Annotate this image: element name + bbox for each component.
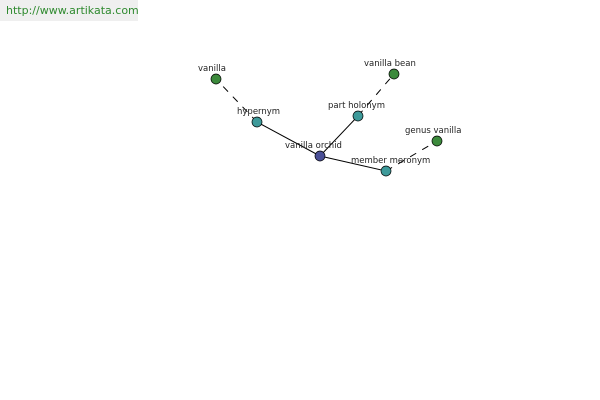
- edge-hypernym-to-vanilla: [215, 78, 258, 123]
- edge-layer: [215, 73, 438, 172]
- node-part-holonym[interactable]: [352, 110, 364, 122]
- edge-vanilla-orchid-to-member-meronym: [319, 155, 387, 172]
- edge-member-meronym-to-genus-vanilla: [385, 140, 438, 172]
- label-vanilla-orchid: vanilla orchid: [285, 141, 342, 151]
- node-vanilla[interactable]: [210, 73, 222, 85]
- node-vanilla-bean[interactable]: [388, 68, 400, 80]
- label-genus-vanilla: genus vanilla: [405, 126, 461, 136]
- node-member-meronym[interactable]: [380, 165, 392, 177]
- label-part-holonym: part holonym: [328, 101, 385, 111]
- node-vanilla-orchid[interactable]: [314, 150, 326, 162]
- edge-vanilla-orchid-to-hypernym: [256, 121, 321, 157]
- edge-part-holonym-to-vanilla-bean: [357, 73, 395, 117]
- node-genus-vanilla[interactable]: [431, 135, 443, 147]
- node-layer: vanilla orchid hypernym part holonym member…: [198, 59, 461, 177]
- node-hypernym[interactable]: [251, 116, 263, 128]
- label-vanilla: vanilla: [198, 64, 226, 74]
- source-url[interactable]: http://www.artikata.com: [0, 0, 139, 21]
- label-hypernym: hypernym: [237, 107, 280, 117]
- label-vanilla-bean: vanilla bean: [364, 59, 416, 69]
- edge-vanilla-orchid-to-part-holonym: [319, 115, 359, 157]
- label-member-meronym: member meronym: [351, 156, 430, 166]
